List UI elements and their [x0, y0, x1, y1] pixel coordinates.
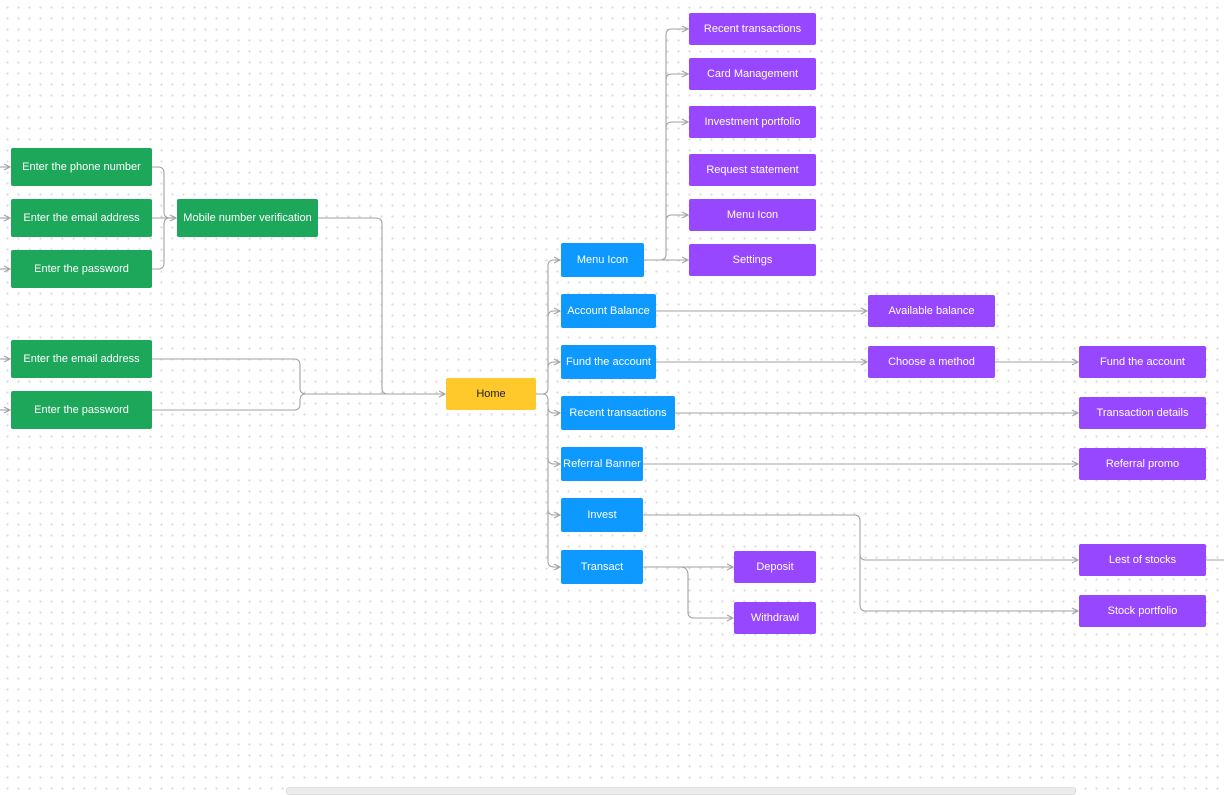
transaction-details-node[interactable]: Transaction details — [1079, 397, 1206, 429]
withdrawl-node[interactable]: Withdrawl — [734, 602, 816, 634]
menu-recent-transactions-node[interactable]: Recent transactions — [689, 13, 816, 45]
available-balance-node[interactable]: Available balance — [868, 295, 995, 327]
connector — [318, 217, 445, 394]
fund-the-account-result-node[interactable]: Fund the account — [1079, 346, 1206, 378]
settings-node[interactable]: Settings — [689, 244, 816, 276]
connector — [679, 566, 733, 618]
connector — [536, 260, 560, 395]
connector — [665, 215, 688, 222]
menu-icon-node[interactable]: Menu Icon — [561, 243, 644, 277]
connector — [547, 362, 560, 369]
request-statement-node[interactable]: Request statement — [689, 154, 816, 186]
connector — [547, 311, 560, 318]
connector — [152, 217, 171, 270]
referral-promo-node[interactable]: Referral promo — [1079, 448, 1206, 480]
invest-node[interactable]: Invest — [561, 498, 643, 532]
connector — [152, 393, 307, 411]
connector — [643, 514, 1078, 560]
stock-portfolio-node[interactable]: Stock portfolio — [1079, 595, 1206, 627]
connector — [644, 29, 688, 261]
connector — [152, 358, 388, 395]
connector — [152, 166, 176, 218]
choose-a-method-node[interactable]: Choose a method — [868, 346, 995, 378]
transact-node[interactable]: Transact — [561, 550, 643, 584]
connector — [547, 457, 560, 464]
mobile-number-verification-node[interactable]: Mobile number verification — [177, 199, 318, 237]
connector — [665, 74, 688, 81]
horizontal-scrollbar[interactable] — [286, 787, 1076, 795]
enter-password-node[interactable]: Enter the password — [11, 250, 152, 288]
login-password-node[interactable]: Enter the password — [11, 391, 152, 429]
connector — [541, 393, 560, 567]
connector — [547, 508, 560, 515]
enter-phone-number-node[interactable]: Enter the phone number — [11, 148, 152, 186]
referral-banner-node[interactable]: Referral Banner — [561, 447, 643, 481]
account-balance-node[interactable]: Account Balance — [561, 294, 656, 328]
recent-transactions-node[interactable]: Recent transactions — [561, 396, 675, 430]
enter-email-address-node[interactable]: Enter the email address — [11, 199, 152, 237]
card-management-node[interactable]: Card Management — [689, 58, 816, 90]
list-of-stocks-node[interactable]: Lest of stocks — [1079, 544, 1206, 576]
connector — [859, 554, 1078, 611]
menu-menu-icon-node[interactable]: Menu Icon — [689, 199, 816, 231]
deposit-node[interactable]: Deposit — [734, 551, 816, 583]
home-node[interactable]: Home — [446, 378, 536, 410]
connector — [665, 122, 688, 129]
investment-portfolio-node[interactable]: Investment portfolio — [689, 106, 816, 138]
login-email-address-node[interactable]: Enter the email address — [11, 340, 152, 378]
fund-the-account-node[interactable]: Fund the account — [561, 345, 656, 379]
connector — [547, 406, 560, 413]
